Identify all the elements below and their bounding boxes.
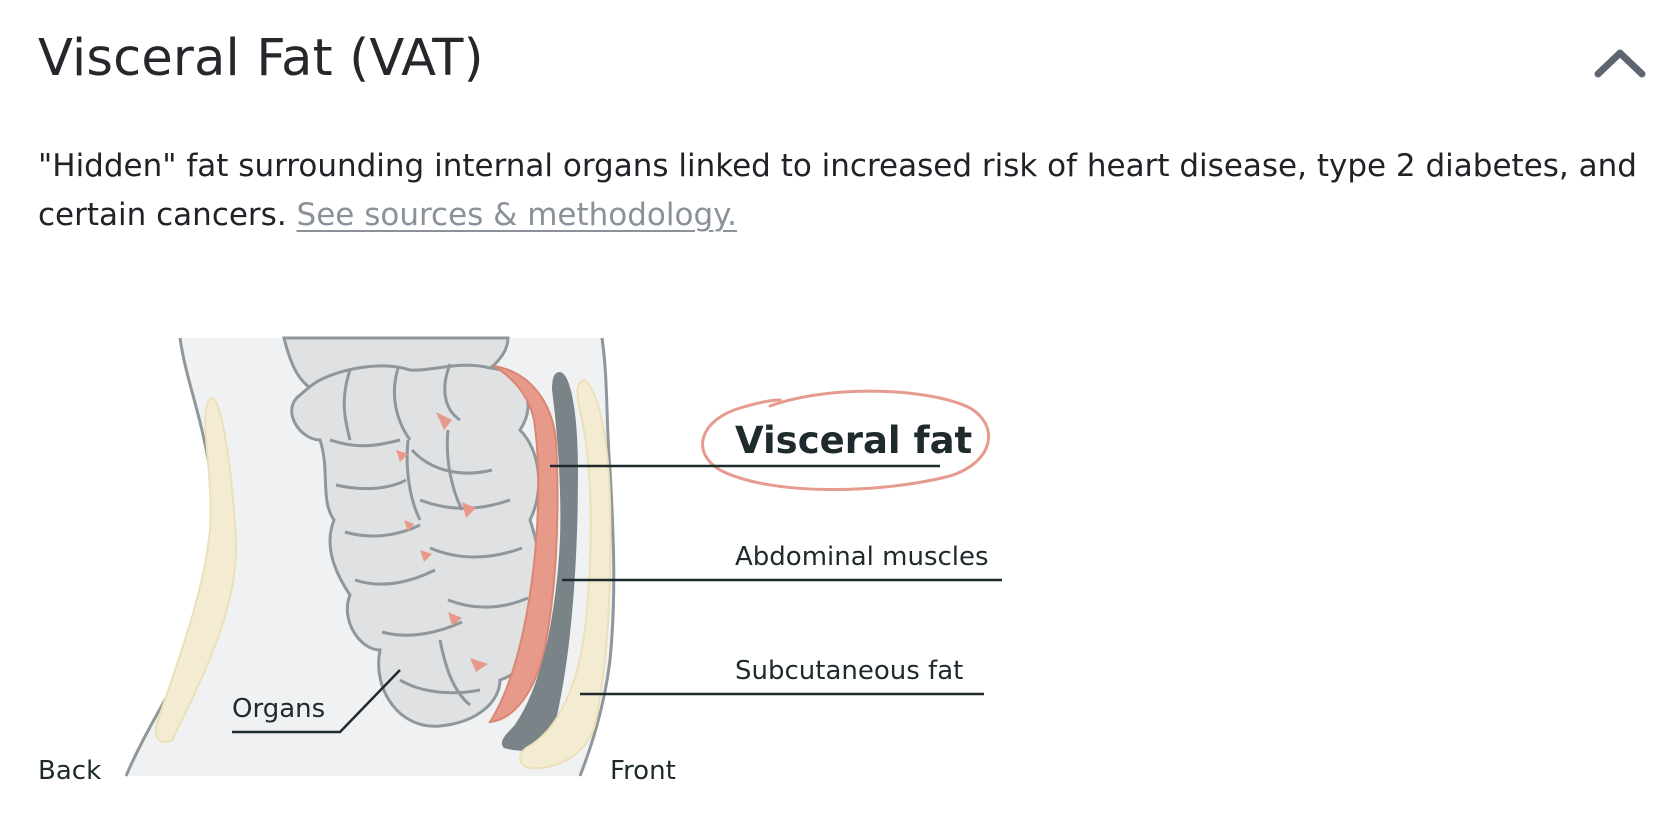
chevron-up-icon xyxy=(1594,49,1646,78)
page-title: Visceral Fat (VAT) xyxy=(38,29,484,88)
subcutaneous-fat-label: Subcutaneous fat xyxy=(735,656,963,686)
organs xyxy=(282,336,541,728)
organs-label: Organs xyxy=(232,694,325,724)
organs-leader-line xyxy=(232,669,401,734)
visceral-fat-deposits xyxy=(396,412,488,672)
back-label: Back xyxy=(38,756,101,786)
back-subcutaneous-fat xyxy=(154,396,238,743)
visceral-fat-label: Visceral fat xyxy=(735,419,972,462)
abdominal-muscle xyxy=(501,372,578,751)
visceral-fat-highlight-ring xyxy=(701,389,990,491)
description: "Hidden" fat surrounding internal organs… xyxy=(38,142,1648,240)
front-edge xyxy=(578,337,616,777)
abdominal-muscles-label: Abdominal muscles xyxy=(735,542,989,572)
sources-methodology-link[interactable]: See sources & methodology. xyxy=(296,197,737,233)
description-text: "Hidden" fat surrounding internal organs… xyxy=(38,148,1637,233)
visceral-fat-diagram: Visceral fat Abdominal muscles Subcutane… xyxy=(38,336,1002,786)
collapse-button[interactable] xyxy=(1590,36,1650,86)
visceral-fat-layer xyxy=(488,365,559,724)
front-label: Front xyxy=(610,756,676,786)
